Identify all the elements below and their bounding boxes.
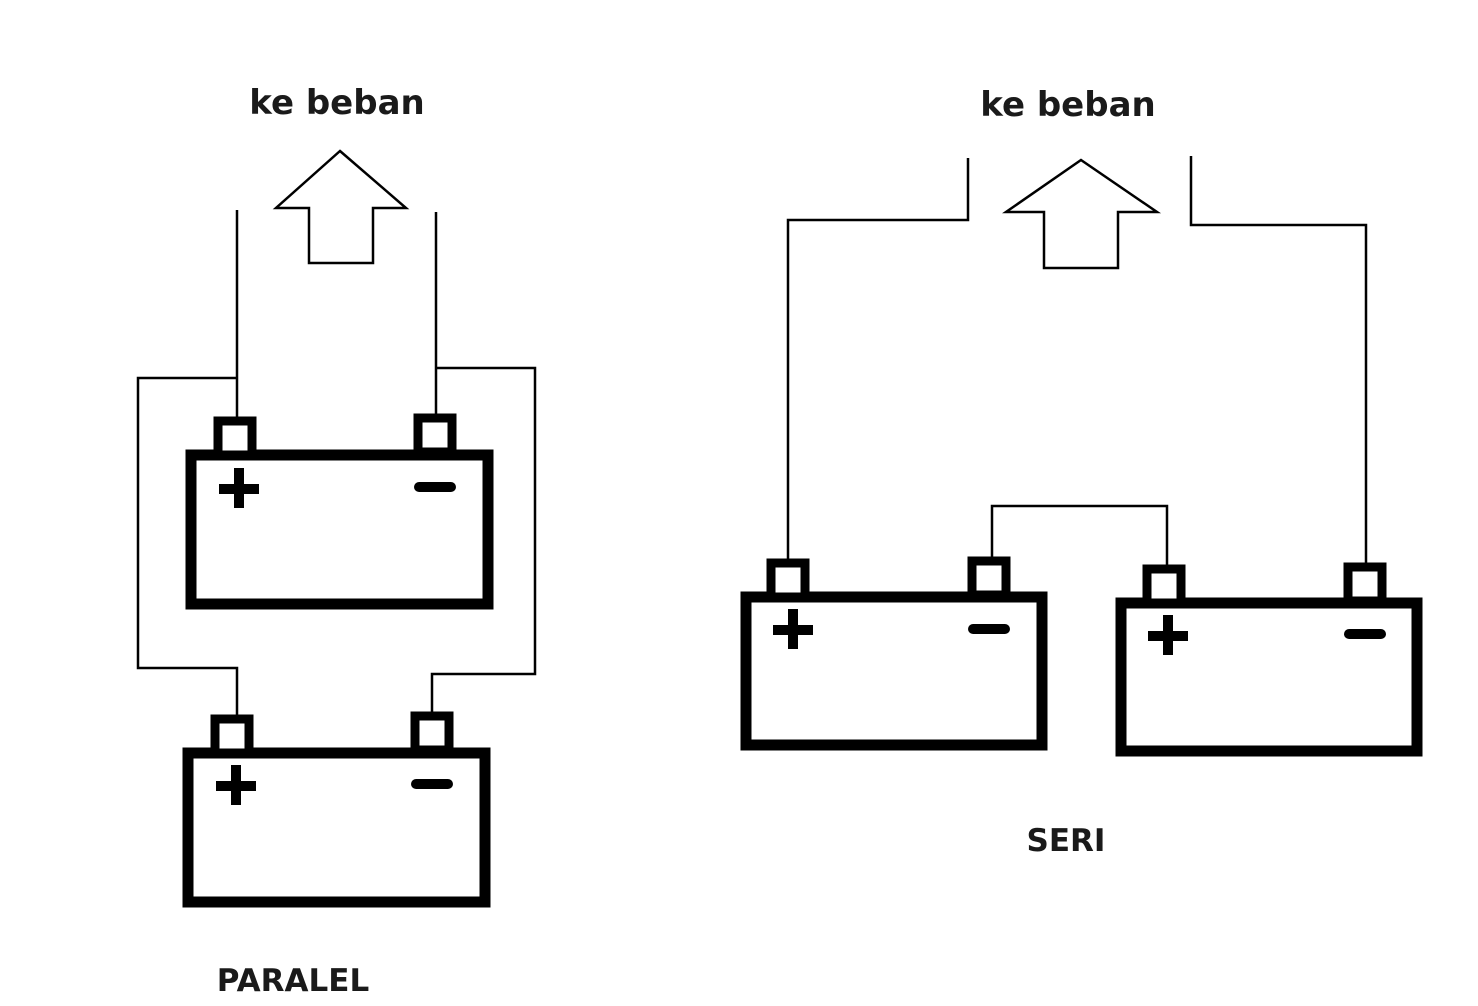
battery-left-positive-terminal xyxy=(766,558,810,602)
series-battery-left xyxy=(740,556,1048,751)
battery-top-positive-terminal xyxy=(213,416,257,460)
minus-icon xyxy=(414,482,456,492)
battery-left-body xyxy=(740,591,1048,751)
plus-icon xyxy=(773,609,813,649)
parallel-load-label: ke beban xyxy=(249,83,424,123)
parallel-negative-link-wire xyxy=(430,366,537,716)
battery-bottom-positive-terminal xyxy=(210,714,254,758)
minus-icon xyxy=(968,624,1010,634)
series-battery-right xyxy=(1115,562,1423,757)
series-title: SERI xyxy=(1027,823,1106,859)
parallel-title: PARALEL xyxy=(217,963,369,999)
plus-icon xyxy=(219,468,259,508)
minus-icon xyxy=(411,779,453,789)
battery-top-negative-terminal xyxy=(413,413,457,457)
plus-icon xyxy=(1148,615,1188,655)
series-link-wire xyxy=(990,504,1169,568)
series-load-wire-negative xyxy=(1189,156,1368,566)
series-load-wire-positive xyxy=(786,158,970,562)
series-load-arrow xyxy=(1002,158,1162,270)
plus-icon xyxy=(216,765,256,805)
series-load-label: ke beban xyxy=(980,85,1155,125)
battery-right-negative-terminal xyxy=(1343,562,1387,606)
parallel-load-arrow xyxy=(272,149,410,265)
parallel-battery-bottom xyxy=(182,711,491,908)
parallel-section: ke beban xyxy=(136,83,537,999)
parallel-positive-link-wire xyxy=(136,376,239,718)
parallel-battery-top xyxy=(185,413,494,610)
minus-icon xyxy=(1344,629,1386,639)
battery-right-positive-terminal xyxy=(1142,564,1186,608)
battery-bottom-negative-terminal xyxy=(410,711,454,755)
battery-right-body xyxy=(1115,597,1423,757)
battery-left-negative-terminal xyxy=(967,556,1011,600)
series-section: ke beban xyxy=(740,85,1423,859)
